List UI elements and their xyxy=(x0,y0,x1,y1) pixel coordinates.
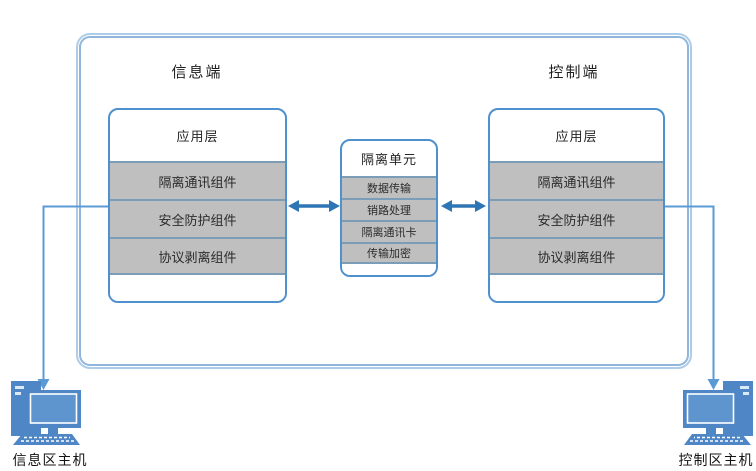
panel-row: 协议剥离组件 xyxy=(490,237,663,275)
left-host-label: 信息区主机 xyxy=(12,452,88,468)
middle-panel-header: 隔离单元 xyxy=(360,152,417,167)
left-panel-header: 应用层 xyxy=(176,129,219,144)
panel-row: 隔离通讯组件 xyxy=(110,161,285,199)
panel-row: 销路处理 xyxy=(342,198,436,220)
computer-icon xyxy=(676,377,756,447)
panel-row: 隔离通讯卡 xyxy=(342,220,436,242)
outer-boundary-box xyxy=(76,33,692,369)
right-host-connector xyxy=(663,205,720,390)
right-host-label: 控制区主机 xyxy=(678,452,754,468)
double-arrow-left xyxy=(288,200,340,212)
panel-row: 隔离通讯组件 xyxy=(490,161,663,199)
computer-icon xyxy=(8,377,88,447)
panel-row: 传输加密 xyxy=(342,242,436,264)
panel-footer xyxy=(490,275,663,301)
left-application-panel: 应用层 隔离通讯组件 安全防护组件 协议剥离组件 xyxy=(108,108,287,303)
right-section-title: 控制端 xyxy=(548,64,600,81)
panel-row: 安全防护组件 xyxy=(490,199,663,237)
panel-footer xyxy=(342,264,436,275)
panel-footer xyxy=(110,275,285,301)
arrow-down-icon xyxy=(707,379,720,390)
panel-row: 数据传输 xyxy=(342,176,436,198)
panel-row: 协议剥离组件 xyxy=(110,237,285,275)
right-application-panel: 应用层 隔离通讯组件 安全防护组件 协议剥离组件 xyxy=(488,108,665,303)
left-host-connector xyxy=(37,205,110,390)
left-section-title: 信息端 xyxy=(171,64,223,81)
panel-row: 安全防护组件 xyxy=(110,199,285,237)
right-panel-header: 应用层 xyxy=(555,129,598,144)
isolation-unit-panel: 隔离单元 数据传输 销路处理 隔离通讯卡 传输加密 xyxy=(340,139,438,277)
double-arrow-right xyxy=(441,200,486,212)
